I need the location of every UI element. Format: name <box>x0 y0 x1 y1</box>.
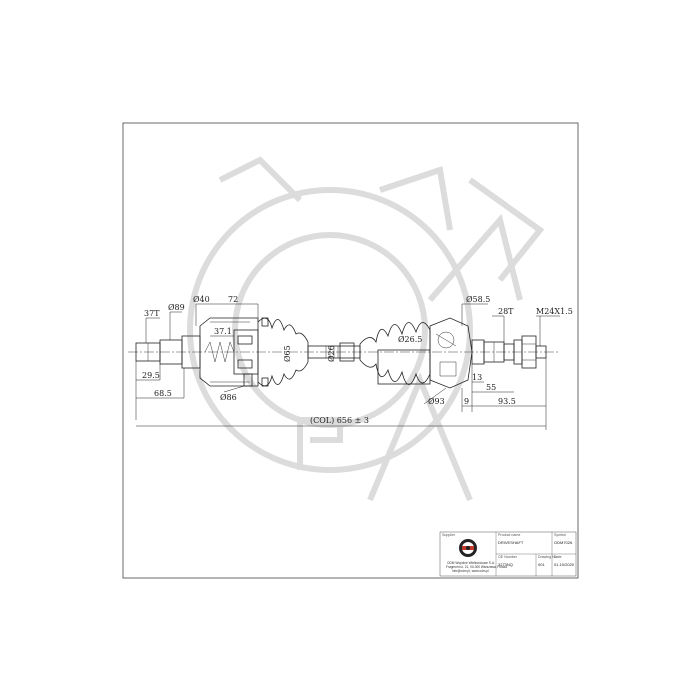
right-cv-joint <box>429 317 473 389</box>
product-value: DRIVESHAFT <box>498 540 524 545</box>
dim-dia-89: Ø89 <box>168 303 185 312</box>
dim-len-13: 13 <box>472 373 482 382</box>
dim-overall-length: (COL) 656 ± 3 <box>310 416 369 425</box>
dim-len-93-5: 93.5 <box>498 397 516 406</box>
oe-header: OE Number <box>498 555 518 559</box>
dim-spline-right: 28T <box>498 307 514 316</box>
dim-dia-65: Ø65 <box>283 345 292 362</box>
dim-len-9: 9 <box>464 397 469 406</box>
dim-dia-86: Ø86 <box>220 393 237 402</box>
dim-dia-93: Ø93 <box>428 397 445 406</box>
symbol-value: ODM7026 <box>554 540 573 545</box>
company-address: Fragment ul. 21, 00-000 Warszawa, Polska <box>446 565 507 569</box>
date-header: Date <box>554 555 562 559</box>
dim-dia-26-5: Ø26.5 <box>398 335 422 344</box>
title-block: Supplier ODM Wspólne Wielkościowe S.A. F… <box>439 531 577 577</box>
dim-len-72: 72 <box>228 295 238 304</box>
dim-thread: M24X1.5 <box>536 307 573 316</box>
left-joint-housing <box>199 317 259 387</box>
watermark-logo <box>187 156 545 502</box>
dimension-lines <box>135 303 560 430</box>
drawing-value: 001 <box>538 562 545 567</box>
company-contact: info@odm.pl, www.odm.pl <box>452 569 489 573</box>
dim-len-37-1: 37.1 <box>214 327 232 336</box>
symbol-header: Symbol <box>554 533 566 537</box>
dim-dia-40: Ø40 <box>193 295 210 304</box>
company-logo <box>459 539 477 557</box>
oe-value: 3273NQ <box>498 562 513 567</box>
dim-len-55: 55 <box>486 383 496 392</box>
left-spline-stub <box>135 335 201 369</box>
right-stub <box>471 335 547 369</box>
drawing-header: Drawing No. <box>538 555 558 559</box>
date-value: 01.10/2020 <box>554 562 575 567</box>
dim-dia-58-5: Ø58.5 <box>466 295 490 304</box>
dim-spline-left: 37T <box>144 309 160 318</box>
company-name: ODM Wspólne Wielkościowe S.A. <box>447 561 495 565</box>
dim-dia-26: Ø26 <box>327 345 336 362</box>
drawing-frame <box>122 122 579 579</box>
product-header: Product name <box>498 533 520 537</box>
supplier-header: Supplier <box>442 533 456 537</box>
dim-len-68-5: 68.5 <box>154 389 172 398</box>
dim-len-29-5: 29.5 <box>142 371 160 380</box>
